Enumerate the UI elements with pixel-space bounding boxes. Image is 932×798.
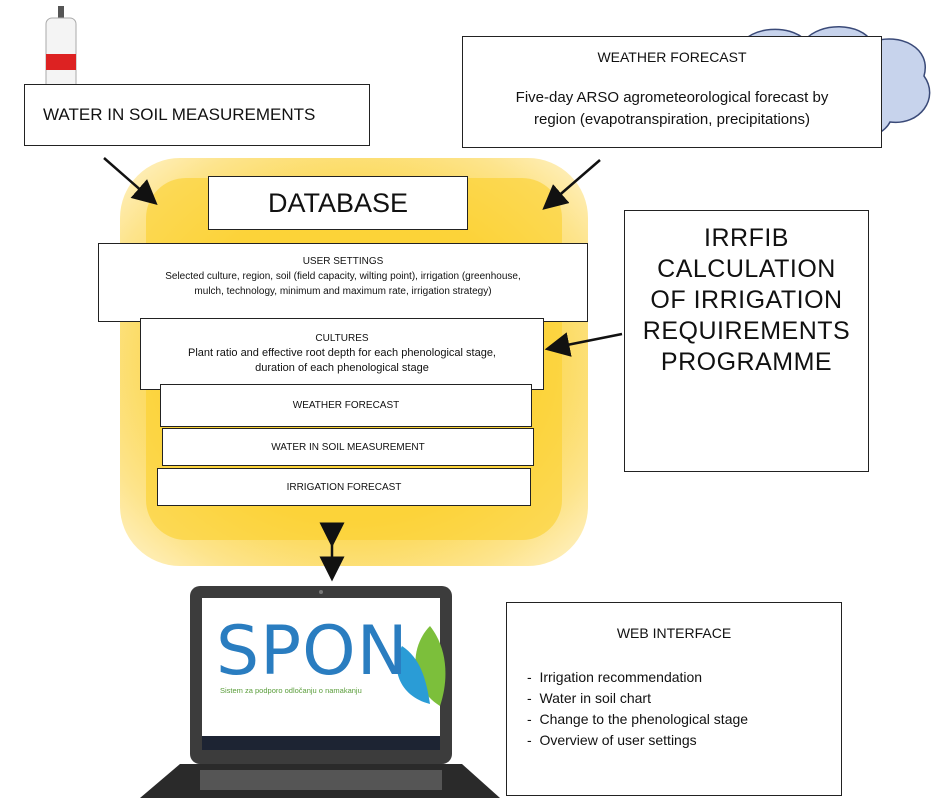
weather-forecast-title: WEATHER FORECAST bbox=[597, 49, 747, 65]
irrfib-line-3: OF IRRIGATION bbox=[650, 286, 843, 314]
db-irrigation-forecast-label: IRRIGATION FORECAST bbox=[286, 481, 402, 493]
irrfib-line-4: REQUIREMENTS bbox=[642, 317, 851, 345]
user-settings-line2: mulch, technology, minimum and maximum r… bbox=[194, 286, 492, 297]
weather-desc-line1: Five-day ARSO agrometeorological forecas… bbox=[515, 89, 829, 106]
database-title-box: DATABASE bbox=[208, 176, 468, 230]
soil-measurements-box: WATER IN SOIL MEASUREMENTS bbox=[24, 84, 370, 146]
web-interface-item: Irrigation recommendation bbox=[527, 667, 841, 688]
web-interface-item: Change to the phenological stage bbox=[527, 709, 841, 730]
web-interface-title: WEB INTERFACE bbox=[616, 625, 732, 641]
laptop-icon bbox=[140, 586, 500, 798]
db-water-in-soil-label: WATER IN SOIL MEASUREMENT bbox=[271, 441, 425, 453]
db-weather-forecast-box: WEATHER FORECAST bbox=[160, 384, 532, 427]
irrfib-line-1: IRRFIB bbox=[704, 224, 789, 252]
web-interface-list: Irrigation recommendation Water in soil … bbox=[527, 667, 841, 751]
db-water-in-soil-box: WATER IN SOIL MEASUREMENT bbox=[162, 428, 534, 466]
cultures-line1: Plant ratio and effective root depth for… bbox=[187, 347, 496, 359]
cultures-box: CULTURES Plant ratio and effective root … bbox=[140, 318, 544, 390]
spon-tagline: Sistem za podporo odločanju o namakanju bbox=[220, 686, 362, 695]
user-settings-box: USER SETTINGS Selected culture, region, … bbox=[98, 243, 588, 322]
database-title: DATABASE bbox=[267, 187, 409, 218]
user-settings-title: USER SETTINGS bbox=[302, 256, 384, 267]
web-interface-item: Water in soil chart bbox=[527, 688, 841, 709]
cultures-line2: duration of each phenological stage bbox=[255, 362, 429, 374]
db-weather-forecast-label: WEATHER FORECAST bbox=[292, 400, 400, 411]
irrfib-line-5: PROGRAMME bbox=[660, 348, 833, 376]
cultures-title: CULTURES bbox=[315, 333, 369, 344]
user-settings-line1: Selected culture, region, soil (field ca… bbox=[165, 271, 521, 282]
soil-sensor-icon bbox=[45, 6, 77, 106]
db-irrigation-forecast-box: IRRIGATION FORECAST bbox=[157, 468, 531, 506]
irrfib-box: IRRFIB CALCULATION OF IRRIGATION REQUIRE… bbox=[624, 210, 869, 472]
weather-forecast-box: WEATHER FORECAST Five-day ARSO agrometeo… bbox=[462, 36, 882, 148]
web-interface-box: WEB INTERFACE Irrigation recommendation … bbox=[506, 602, 842, 796]
soil-measurements-label: WATER IN SOIL MEASUREMENTS bbox=[43, 105, 316, 124]
weather-desc-line2: region (evapotranspiration, precipitatio… bbox=[534, 111, 810, 128]
web-interface-item: Overview of user settings bbox=[527, 730, 841, 751]
irrfib-line-2: CALCULATION bbox=[657, 255, 836, 283]
spon-logo-text: SPON bbox=[216, 612, 409, 691]
